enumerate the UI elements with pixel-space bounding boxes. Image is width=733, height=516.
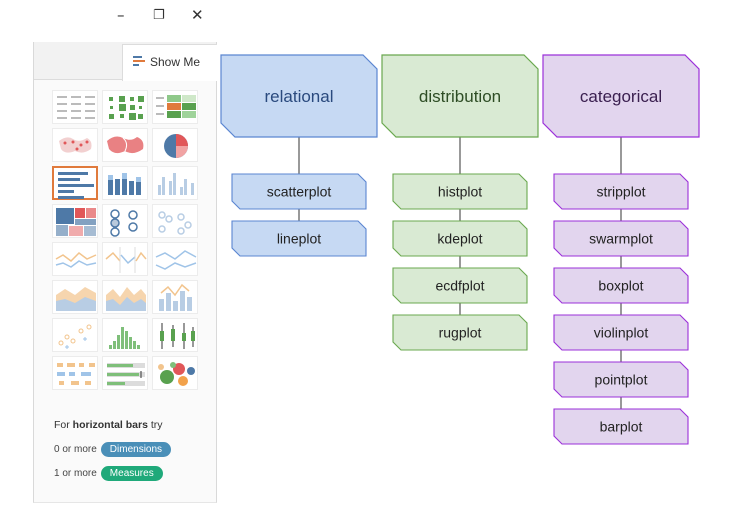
dual-lines-icon — [155, 250, 197, 270]
discrete-lines-icon — [105, 247, 147, 273]
chart-type-pie[interactable] — [152, 128, 198, 162]
function-box-lineplot — [231, 220, 367, 257]
minimize-icon[interactable]: – — [117, 6, 125, 24]
filled-map-icon — [107, 136, 144, 154]
area-discrete-icon — [106, 287, 146, 311]
histogram-icon — [109, 327, 140, 349]
chart-type-dual-combination[interactable] — [152, 280, 198, 314]
chart-type-discrete-lines[interactable] — [102, 242, 148, 276]
chart-type-stacked-bars[interactable] — [102, 166, 148, 200]
function-label-boxplot: boxplot — [598, 278, 643, 294]
show-me-label: Show Me — [150, 55, 201, 69]
scatter-plot-icon — [58, 324, 92, 349]
function-label-stripplot: stripplot — [596, 184, 645, 200]
function-box-kdeplot — [392, 220, 528, 257]
function-label-histplot: histplot — [438, 184, 482, 200]
chart-type-histogram[interactable] — [102, 318, 148, 352]
chart-type-text-table[interactable] — [52, 90, 98, 124]
function-box-barplot — [553, 408, 689, 445]
hint-suffix: try — [147, 419, 163, 431]
function-box-scatterplot — [231, 173, 367, 210]
packed-bubbles-icon — [158, 362, 195, 386]
stacked-bars-icon — [108, 173, 141, 195]
text-table-icon — [57, 96, 95, 119]
chart-type-symbol-map[interactable] — [52, 128, 98, 162]
dual-combination-icon — [159, 283, 192, 311]
side-by-side-circles-icon — [158, 211, 192, 235]
chart-type-side-by-side-bars[interactable] — [152, 166, 198, 200]
chart-type-horizontal-bars[interactable] — [52, 166, 98, 200]
function-label-lineplot: lineplot — [277, 231, 321, 247]
highlight-table-icon — [156, 95, 196, 118]
function-label-scatterplot: scatterplot — [267, 184, 332, 200]
chart-type-continuous-lines[interactable] — [52, 242, 98, 276]
function-label-kdeplot: kdeplot — [437, 231, 482, 247]
chart-type-scatter[interactable] — [52, 318, 98, 352]
category-title-distribution: distribution — [419, 87, 501, 106]
function-label-swarmplot: swarmplot — [589, 231, 653, 247]
measures-count: 1 or more — [54, 468, 97, 479]
chart-type-area-discrete[interactable] — [102, 280, 148, 314]
chart-type-area-continuous[interactable] — [52, 280, 98, 314]
area-continuous-icon — [56, 287, 96, 311]
symbol-map-icon — [59, 137, 92, 153]
restore-icon[interactable]: ❐ — [153, 8, 165, 23]
circle-views-icon — [110, 209, 138, 237]
hint-text: For horizontal bars try — [54, 419, 163, 431]
close-icon[interactable]: ✕ — [191, 6, 204, 24]
bullet-graph-icon — [107, 363, 145, 386]
measures-pill: Measures — [100, 466, 163, 481]
category-box-categorical — [542, 54, 700, 138]
chart-type-highlight-table[interactable] — [152, 90, 198, 124]
function-box-ecdfplot — [392, 267, 528, 304]
gantt-icon — [57, 363, 95, 385]
function-box-pointplot — [553, 361, 689, 398]
continuous-lines-icon — [55, 252, 97, 268]
hint-chart-type: horizontal bars — [72, 419, 148, 431]
function-box-violinplot — [553, 314, 689, 351]
category-title-relational: relational — [265, 87, 334, 106]
box-whisker-icon — [160, 323, 195, 349]
function-box-histplot — [392, 173, 528, 210]
function-label-barplot: barplot — [600, 419, 643, 435]
show-me-panel: Show Me — [33, 42, 217, 503]
dimensions-pill: Dimensions — [100, 442, 172, 457]
function-label-ecdfplot: ecdfplot — [435, 278, 484, 294]
tab-show-me[interactable]: Show Me — [122, 44, 217, 81]
pie-chart-icon — [164, 134, 188, 158]
function-box-boxplot — [553, 267, 689, 304]
chart-type-dual-lines[interactable] — [152, 242, 198, 276]
category-box-relational — [220, 54, 378, 138]
function-label-pointplot: pointplot — [595, 372, 648, 388]
category-title-categorical: categorical — [580, 87, 662, 106]
function-label-rugplot: rugplot — [439, 325, 482, 341]
chart-type-box-and-whisker[interactable] — [152, 318, 198, 352]
horizontal-bars-icon — [58, 172, 94, 199]
heat-map-icon — [109, 96, 144, 120]
chart-type-filled-map[interactable] — [102, 128, 148, 162]
dimensions-count: 0 or more — [54, 444, 97, 455]
function-box-rugplot — [392, 314, 528, 351]
function-label-violinplot: violinplot — [594, 325, 649, 341]
chart-type-gantt[interactable] — [52, 356, 98, 390]
chart-type-bullet-graph[interactable] — [102, 356, 148, 390]
hint-prefix: For — [54, 419, 73, 431]
chart-type-side-by-side-circles[interactable] — [152, 204, 198, 238]
chart-type-packed-bubbles[interactable] — [152, 356, 198, 390]
chart-type-circle-views[interactable] — [102, 204, 148, 238]
treemap-icon — [56, 208, 96, 236]
show-me-icon — [133, 56, 145, 66]
function-box-stripplot — [553, 173, 689, 210]
side-by-side-bars-icon — [158, 173, 194, 195]
category-box-distribution — [381, 54, 539, 138]
chart-type-treemap[interactable] — [52, 204, 98, 238]
chart-type-heat-map[interactable] — [102, 90, 148, 124]
function-box-swarmplot — [553, 220, 689, 257]
